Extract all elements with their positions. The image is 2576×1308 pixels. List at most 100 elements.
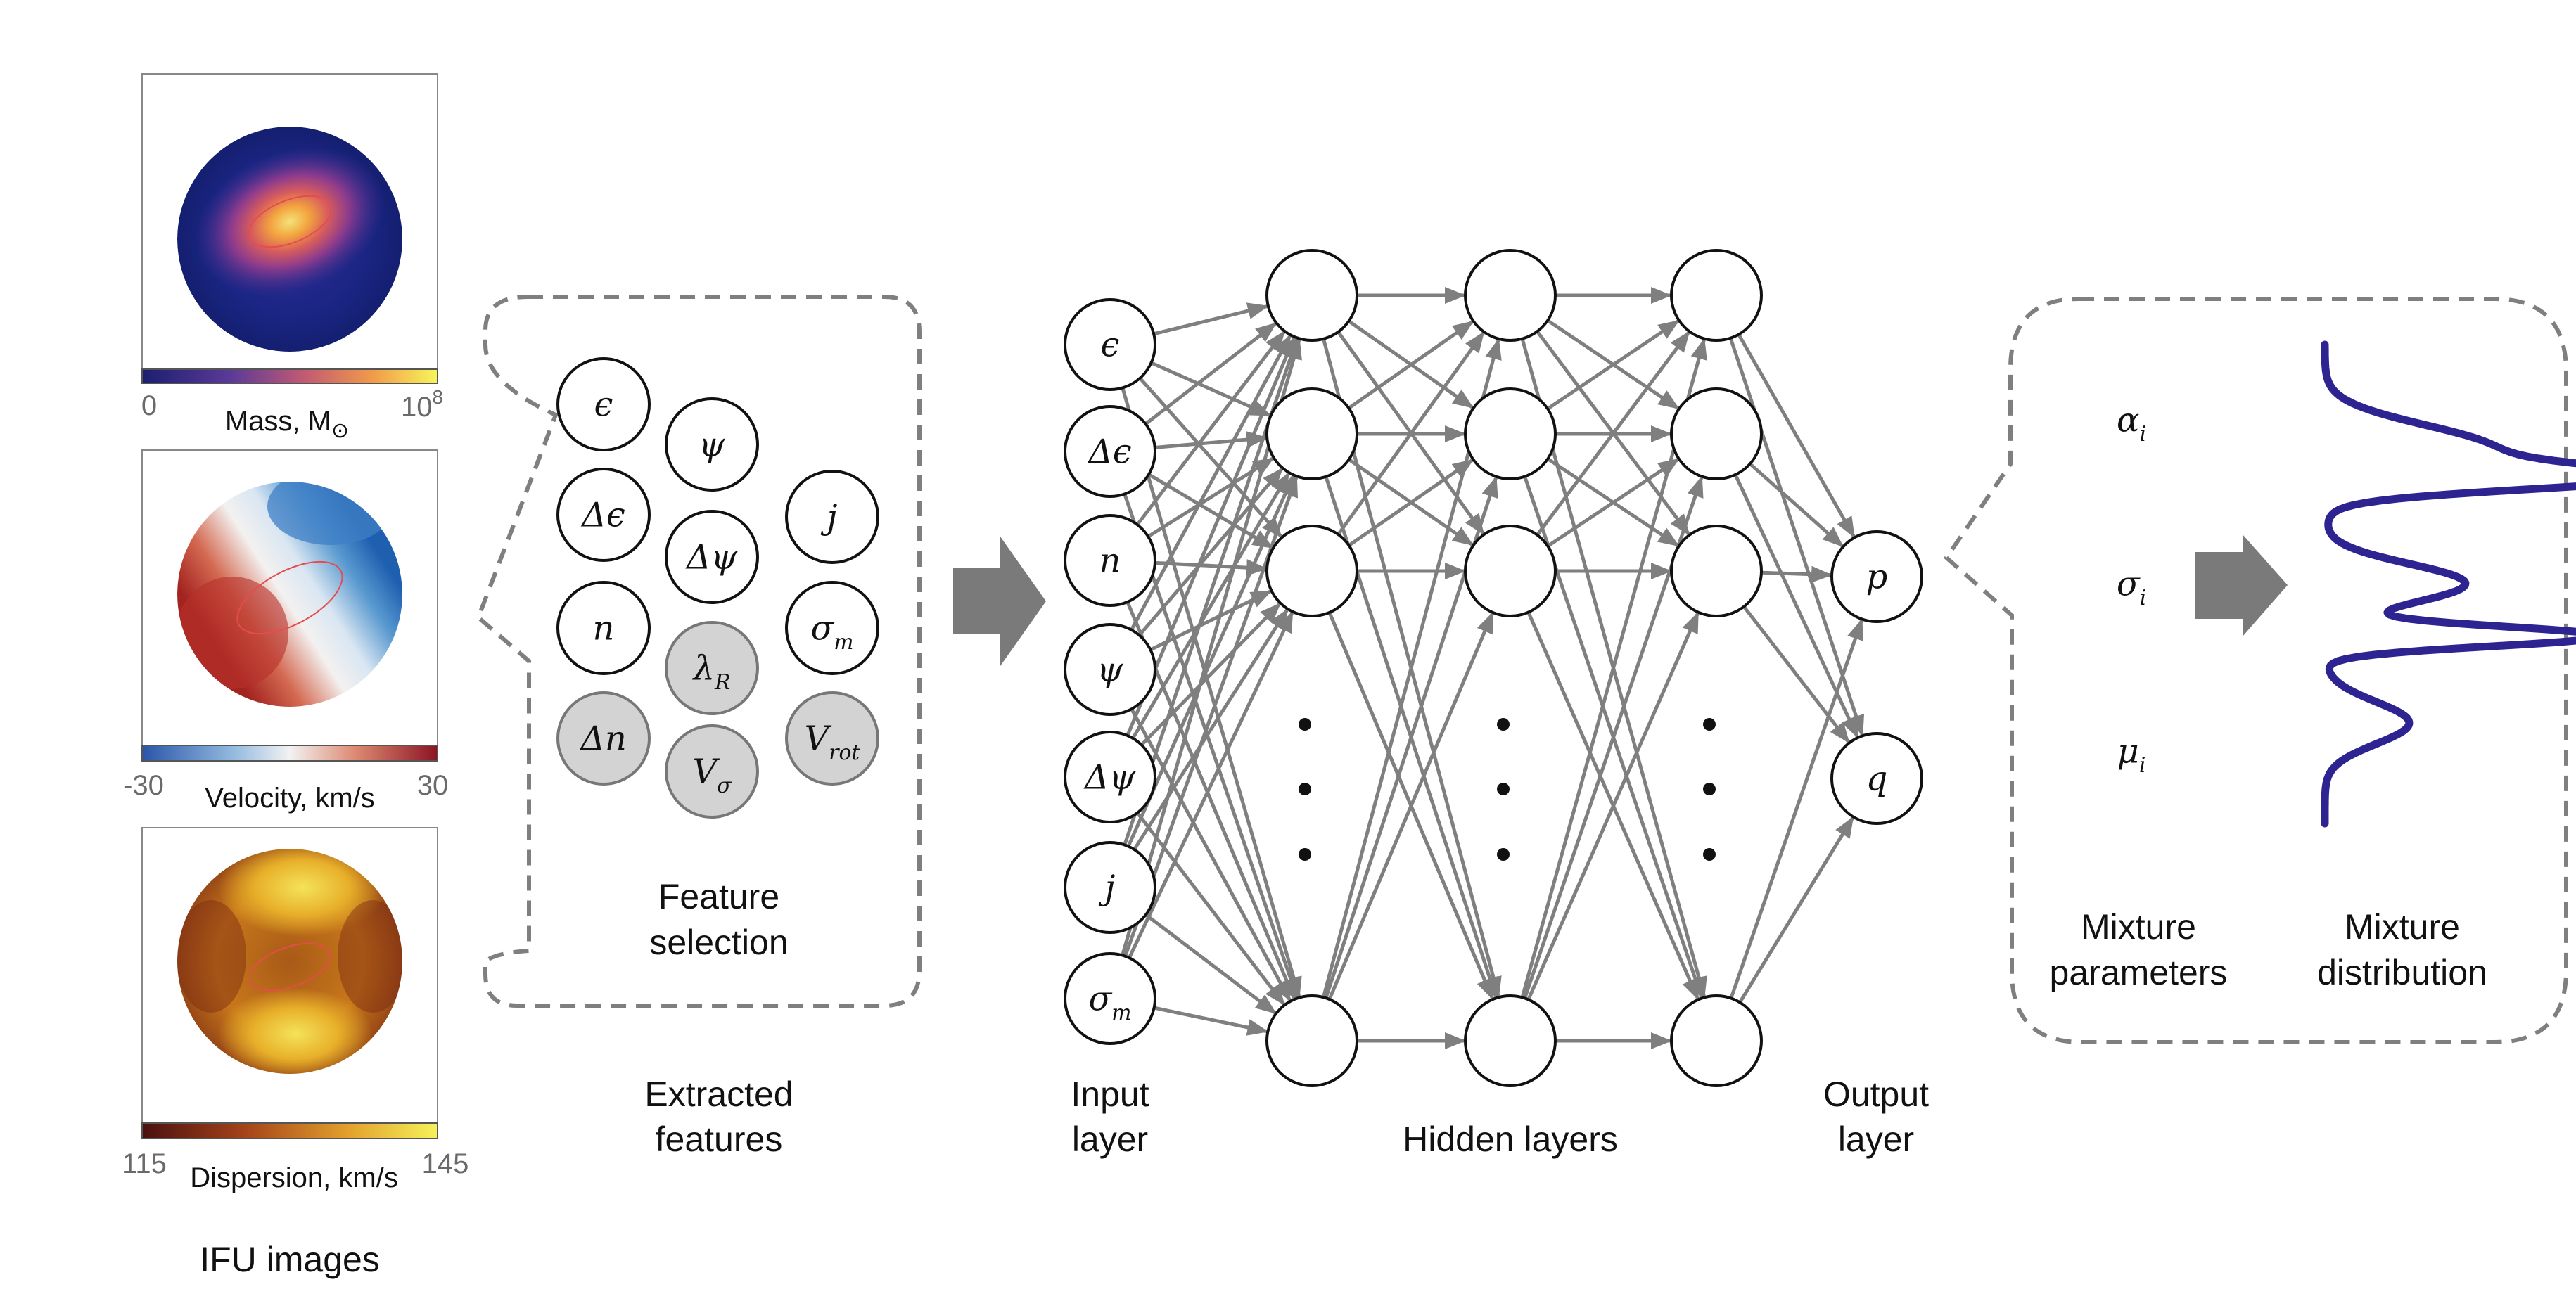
- network-edge: [1733, 473, 1859, 738]
- output-node: q: [1830, 732, 1923, 825]
- mixture-parameter-symbol: αi: [2117, 400, 2146, 446]
- input-node: ψ: [1064, 623, 1156, 716]
- mass-colorbar-label: Mass, M⊙: [225, 406, 349, 442]
- feature-selection-caption-2: selection: [649, 923, 788, 962]
- feature-node-circle: [785, 470, 879, 564]
- feature-node-circle: [785, 691, 879, 786]
- mixture-dist-caption-1: Mixture: [2345, 907, 2460, 947]
- feature-selection-caption-1: Feature: [658, 877, 779, 916]
- network-edge: [1526, 611, 1700, 1001]
- network-edge: [1144, 913, 1277, 1015]
- velocity-colorbar-min: -30: [123, 770, 164, 801]
- feature-node-circle: [556, 468, 651, 562]
- hidden-node: [1464, 994, 1557, 1087]
- features-dashed-callout: [476, 295, 922, 1008]
- feature-symbol: σm: [811, 608, 854, 654]
- velocity-colorbar-label: Velocity, km/s: [205, 783, 375, 814]
- dispersion-colorbar: [141, 1122, 438, 1139]
- feature-node-circle: [665, 724, 759, 819]
- network-edge: [1150, 361, 1272, 417]
- network-edge: [1738, 816, 1854, 1004]
- mixture-params-caption-2: parameters: [2050, 953, 2228, 992]
- network-edge: [1728, 337, 1865, 737]
- network-edge: [1737, 333, 1856, 539]
- flow-arrow-features-to-network: [953, 537, 1046, 666]
- network-edge: [1729, 618, 1863, 999]
- hidden-node: [1464, 387, 1557, 480]
- network-edge: [1135, 812, 1285, 1006]
- hidden-node: [1265, 525, 1358, 617]
- ellipsis-dot: [1299, 848, 1311, 861]
- input-node-circle: [1064, 623, 1156, 716]
- ellipsis-dot: [1703, 848, 1716, 861]
- input-symbol: σm: [1089, 979, 1132, 1025]
- feature-symbol: Δϵ: [580, 495, 625, 534]
- ifu-caption: IFU images: [200, 1240, 380, 1279]
- ifu-column: 0 108 Mass, M⊙ -30 30 Velocity, km/s: [122, 73, 468, 1279]
- ellipsis-dot: [1703, 718, 1716, 731]
- output-node-circle: [1830, 732, 1923, 825]
- hidden-node: [1670, 994, 1763, 1087]
- output-layer-caption-1: Output: [1823, 1075, 1929, 1114]
- network-edge: [1749, 462, 1844, 548]
- input-node-circle: [1064, 405, 1156, 498]
- network-edge: [1327, 612, 1494, 1001]
- mixture-dist-caption-2: distribution: [2317, 953, 2487, 992]
- ifu-panel-mass: 0 108 Mass, M⊙: [141, 73, 443, 442]
- feature-node: Δn: [556, 691, 651, 786]
- feature-symbol: n: [593, 608, 615, 648]
- input-node: Δϵ: [1064, 405, 1156, 498]
- feature-node-circle: [556, 581, 651, 675]
- extracted-features-caption-2: features: [656, 1120, 783, 1159]
- input-layer-caption-2: layer: [1072, 1120, 1148, 1159]
- feature-node-circle: [665, 621, 759, 715]
- feature-node: n: [556, 581, 651, 675]
- network-edge: [1128, 610, 1294, 959]
- input-symbol: Δϵ: [1087, 432, 1132, 471]
- input-node-circle: [1064, 514, 1156, 607]
- input-symbol: ψ: [1097, 650, 1124, 689]
- feature-node-circle: [665, 397, 759, 492]
- hidden-layer-ellipsis: [1299, 718, 1716, 861]
- dispersion-colorbar-min: 115: [122, 1148, 167, 1179]
- network-edge: [1144, 322, 1277, 425]
- network-edge: [1123, 493, 1299, 999]
- feature-symbol: ψ: [699, 425, 726, 464]
- network-edge: [1154, 1006, 1269, 1036]
- network-edge: [1137, 467, 1284, 637]
- network-edge: [1149, 589, 1273, 652]
- ifu-panel-velocity: -30 30 Velocity, km/s: [123, 449, 448, 814]
- ifu-panel-dispersion: 115 145 Dispersion, km/s: [122, 827, 468, 1193]
- hidden-layers-caption: Hidden layers: [1403, 1120, 1618, 1159]
- input-node: σm: [1064, 952, 1156, 1045]
- velocity-map-image: [177, 482, 402, 707]
- hidden-node: [1464, 249, 1557, 342]
- feature-symbol: λR: [692, 648, 731, 694]
- hidden-node: [1464, 525, 1557, 617]
- feature-node: Δψ: [665, 510, 759, 604]
- hidden-node: [1670, 387, 1763, 480]
- ellipsis-dot: [1299, 718, 1311, 731]
- mass-colorbar-max: 108: [401, 386, 443, 423]
- feature-node: ψ: [665, 397, 759, 492]
- feature-symbol: Vrot: [805, 719, 860, 764]
- network-edge: [1337, 331, 1485, 536]
- feature-symbol: ϵ: [594, 385, 613, 424]
- input-node: n: [1064, 514, 1156, 607]
- feature-node: λR: [665, 621, 759, 715]
- output-layer-caption-2: layer: [1838, 1120, 1914, 1159]
- feature-node-circle: [665, 510, 759, 604]
- network-edge: [1130, 334, 1292, 631]
- output-symbol: p: [1866, 557, 1888, 596]
- output-symbol: q: [1866, 759, 1888, 798]
- network-edge: [1536, 331, 1690, 537]
- ellipsis-dot: [1497, 848, 1510, 861]
- network-edge: [1140, 603, 1281, 747]
- dispersion-colorbar-label: Dispersion, km/s: [190, 1162, 398, 1193]
- network-edge: [1133, 608, 1289, 851]
